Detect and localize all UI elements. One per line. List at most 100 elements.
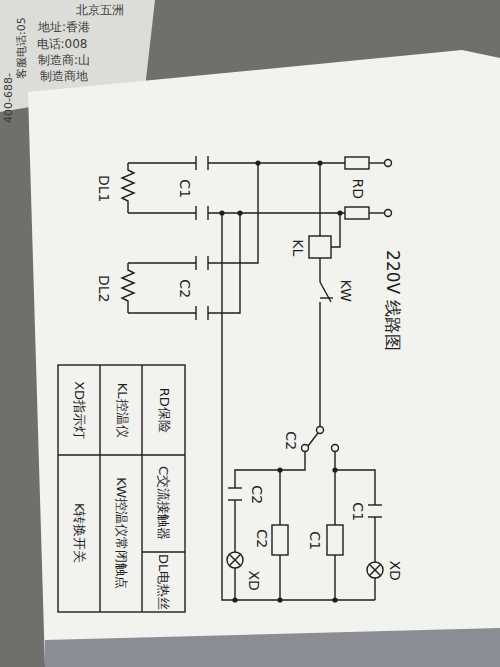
background-text: 制造商:山	[38, 54, 90, 67]
schematic-g	[58, 156, 392, 612]
schematic-line	[308, 433, 318, 446]
schematic-circle	[277, 597, 282, 602]
table-cell: KL控温仪	[114, 383, 128, 438]
schematic-line	[142, 454, 185, 455]
schematic-circle	[237, 210, 242, 215]
schematic-circle	[332, 467, 337, 472]
schematic-line	[128, 162, 196, 163]
heater-label: DL2	[96, 274, 111, 302]
contact-label: C2	[176, 279, 191, 298]
schematic-line	[128, 262, 196, 263]
schematic-circle	[385, 160, 392, 167]
schematic-line	[58, 454, 100, 455]
schematic-line	[369, 564, 380, 575]
lamp-label: XD	[386, 560, 401, 580]
schematic-line	[369, 212, 385, 213]
schematic-rect	[272, 525, 288, 555]
schematic-circle	[337, 210, 342, 215]
schematic-line	[128, 212, 196, 213]
schematic-line	[319, 163, 320, 236]
controller-label: KL	[289, 239, 304, 256]
schematic-line	[207, 256, 208, 270]
schematic-circle	[332, 445, 339, 452]
heater-label: DL1	[96, 174, 111, 202]
schematic-line	[369, 564, 380, 575]
coil-label: C1	[306, 531, 321, 550]
fuse-label: RD	[349, 178, 364, 199]
schematic-polygon	[28, 50, 500, 667]
schematic-circle	[232, 597, 237, 602]
schematic-circle	[277, 467, 282, 472]
schematic-circle	[385, 210, 392, 217]
schematic-line	[319, 258, 320, 282]
schematic-polygon	[45, 628, 500, 667]
schematic-line	[99, 365, 100, 612]
schematic-polyline	[222, 213, 375, 600]
table-cell: RD保险	[156, 388, 170, 433]
schematic-rect	[345, 207, 369, 219]
schematic-line	[234, 500, 235, 552]
schematic-line	[207, 206, 208, 220]
table-cell: KW控温仪常闭触点	[114, 477, 128, 589]
schematic-line	[141, 365, 142, 612]
schematic-circle	[317, 160, 322, 165]
schematic-line	[374, 517, 375, 562]
schematic-circle	[302, 445, 309, 452]
contact-label: C2	[248, 485, 263, 504]
schematic-line	[228, 487, 242, 488]
schematic-line	[320, 282, 331, 302]
background-text: 北京五洲	[76, 4, 124, 17]
switch-label: C2	[282, 431, 297, 450]
table-cell: K转换开关	[72, 503, 86, 564]
schematic-path	[122, 163, 134, 213]
diagram-title: 220V 线路图	[383, 250, 402, 350]
schematic-rect	[327, 525, 343, 555]
background-text: 地址:香港	[38, 21, 90, 34]
schematic-line	[279, 555, 280, 600]
schematic-line	[368, 504, 382, 505]
schematic-polyline	[331, 213, 340, 247]
schematic-rect	[345, 157, 369, 169]
schematic-line	[100, 454, 142, 455]
schematic-line	[207, 156, 208, 170]
schematic-line	[320, 297, 333, 298]
background-text: 电话:008	[37, 38, 88, 51]
schematic-line	[369, 162, 385, 163]
table-cell: DL电热丝	[156, 554, 170, 610]
table-cell: C交流接触器	[156, 466, 170, 540]
schematic-line	[208, 162, 345, 163]
schematic-circle	[367, 562, 383, 578]
schematic-line	[319, 302, 320, 427]
schematic-path	[122, 263, 134, 313]
schematic-circle	[255, 160, 260, 165]
background-text: 客服电话:05	[16, 17, 28, 79]
schematic-line	[207, 306, 208, 320]
table-cell: XD指示灯	[72, 381, 86, 439]
background-text: 400-688-	[3, 73, 15, 123]
schematic-polyline	[334, 452, 335, 526]
schematic-line	[229, 554, 240, 565]
schematic-circle	[332, 597, 337, 602]
schematic-line	[229, 554, 240, 565]
schematic-polyline	[208, 163, 258, 263]
schematic-polyline	[235, 452, 305, 489]
schematic-circle	[317, 427, 324, 434]
schematic-line	[142, 551, 185, 552]
schematic-line	[128, 312, 196, 313]
schematic-line	[374, 578, 375, 600]
contact-label: KW	[337, 279, 352, 302]
schematic-g	[219, 160, 342, 602]
lamp-label: XD	[245, 570, 260, 590]
schematic-line	[279, 470, 280, 525]
schematic-circle	[219, 210, 224, 215]
schematic-circle	[227, 552, 243, 568]
contact-label: C1	[176, 179, 191, 198]
coil-label: C2	[253, 529, 268, 548]
schematic-line	[208, 212, 345, 213]
schematic-rect	[58, 365, 185, 612]
schematic-line	[234, 568, 235, 600]
schematic-polyline	[335, 470, 375, 505]
schematic-polyline	[208, 213, 240, 313]
